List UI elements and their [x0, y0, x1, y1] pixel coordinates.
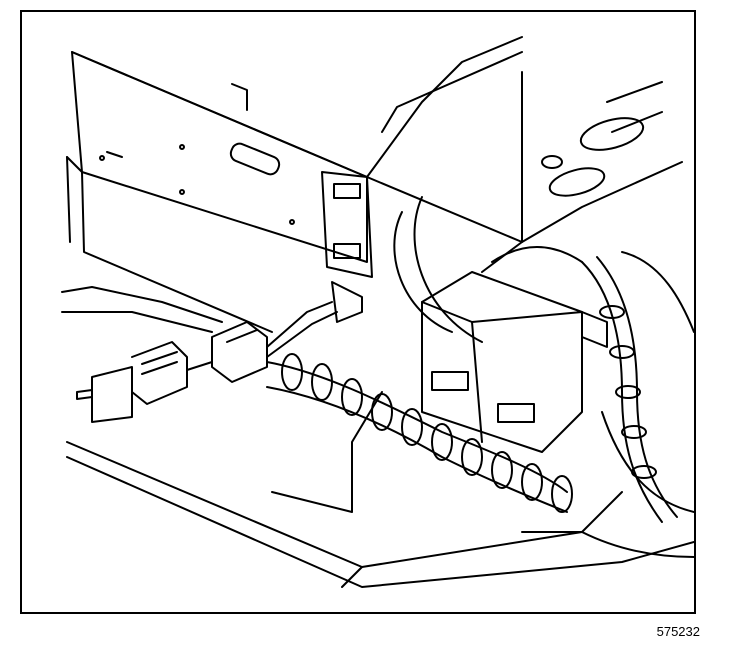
mounting-bracket: [321, 171, 373, 278]
frame-rail: [66, 51, 368, 333]
wheel-well: [581, 251, 694, 558]
connector-plug: [76, 341, 213, 423]
floor-outline: [61, 286, 694, 588]
harness-conduit: [266, 353, 573, 513]
mating-connector: [211, 281, 363, 383]
line-drawing: [61, 36, 694, 588]
right-harness: [491, 246, 678, 523]
figure-id-label: 575232: [656, 624, 700, 639]
illustration-frame: [20, 10, 696, 614]
module-housing: [393, 196, 583, 453]
panel-openings: [541, 117, 645, 197]
